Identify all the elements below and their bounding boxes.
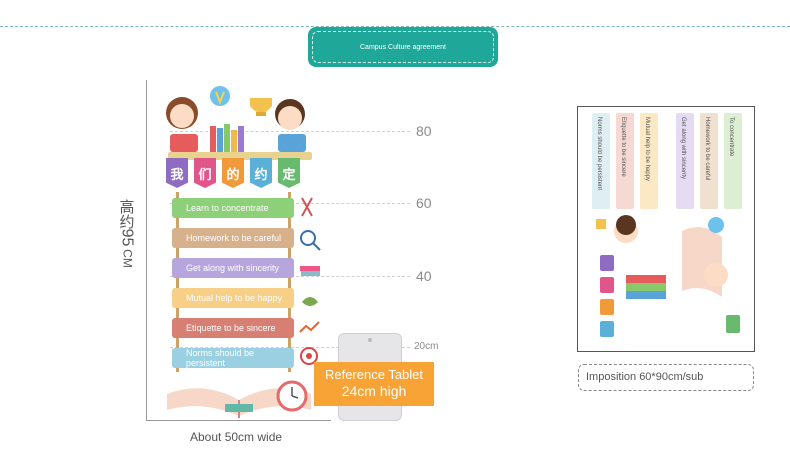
panel-strip-3-label: Mutual help to be happy <box>644 117 650 182</box>
banner-flag-2: 们 <box>194 158 216 188</box>
banner-flag-1: 我 <box>166 158 188 188</box>
height-line-80 <box>170 131 410 132</box>
girl-face <box>170 104 194 128</box>
reference-line-1: Reference Tablet <box>324 367 424 382</box>
leaf-icon <box>302 297 318 306</box>
rung-4: Mutual help to be happy <box>172 288 294 308</box>
mini-trophy-icon <box>596 219 606 229</box>
open-book-illustration <box>167 380 311 418</box>
banner-flag-5: 定 <box>278 158 300 188</box>
panel-strip-6: To concentrate <box>724 113 742 209</box>
height-unit: CM <box>120 249 135 268</box>
imposition-label: Imposition 60*90cm/sub <box>578 364 754 391</box>
lightbulb-icon <box>210 86 230 106</box>
height-mark-60: 60 <box>416 195 432 211</box>
panel-illustrations <box>596 215 740 337</box>
banner-flag-3: 的 <box>222 158 244 188</box>
height-mark-40: 40 <box>416 268 432 284</box>
banner-char-1: 我 <box>170 166 184 182</box>
banner-flag-4: 约 <box>250 158 272 188</box>
rung-6: Norms should be persistent <box>172 348 294 368</box>
rung-6-label: Norms should be persistent <box>186 348 255 368</box>
rung-3-label: Get along with sincerity <box>186 263 280 273</box>
width-axis <box>146 420 331 421</box>
reference-label: Reference Tablet 24cm high <box>314 362 434 406</box>
panel-strip-3: Mutual help to be happy <box>640 113 658 209</box>
rung-2-label: Homework to be careful <box>186 233 282 243</box>
trophy-icon <box>250 98 272 113</box>
panel-strip-4: Get along with sincerity <box>676 113 694 209</box>
height-label: 高 约 95 CM <box>115 199 139 268</box>
boy-face <box>278 106 302 130</box>
arrow-up-icon <box>299 321 320 333</box>
book-shelf <box>168 152 312 160</box>
title-pill-label: Campus Culture agreement <box>312 31 494 63</box>
panel-strip-2: Etiquette to be sincere <box>616 113 634 209</box>
books-icon <box>300 266 320 271</box>
panel-strip-1: Norms should be persistent <box>592 113 610 209</box>
panel-strip-2-label: Etiquette to be sincere <box>620 117 626 177</box>
height-mark-20: 20cm <box>414 341 439 352</box>
panel-strip-5-label: Homework to be careful <box>704 117 710 181</box>
panel-strip-4-label: Get along with sincerity <box>680 117 686 180</box>
top-divider <box>0 26 790 27</box>
tablet-camera <box>368 338 372 342</box>
ladder-rope-right <box>288 192 291 372</box>
title-pill: Campus Culture agreement <box>308 27 498 67</box>
panel-strip-1-label: Norms should be persistent <box>596 117 602 191</box>
target-icon <box>300 347 318 365</box>
compass-icon <box>301 197 313 217</box>
banner: 我 们 的 约 定 <box>162 158 307 192</box>
magnifier-icon <box>300 230 316 246</box>
panel-strip-5: Homework to be careful <box>700 113 718 209</box>
banner-char-4: 约 <box>254 166 268 182</box>
kids-illustration <box>166 86 306 152</box>
panel-strip-6-label: To concentrate <box>728 117 734 157</box>
rung-1-label: Learn to concentrate <box>186 203 269 213</box>
banner-char-3: 的 <box>226 166 240 182</box>
rung-3: Get along with sincerity <box>172 258 294 278</box>
rung-5-label: Etiquette to be sincere <box>186 323 276 333</box>
rung-1: Learn to concentrate <box>172 198 294 218</box>
ladder-rope-left <box>176 192 179 372</box>
height-char-2: 约 <box>119 214 135 231</box>
side-icons <box>299 197 321 365</box>
banner-char-2: 们 <box>198 166 212 182</box>
width-label: About 50cm wide <box>190 430 283 444</box>
height-mark-80: 80 <box>416 123 432 139</box>
rung-5: Etiquette to be sincere <box>172 318 294 338</box>
banner-char-5: 定 <box>282 166 296 182</box>
rung-4-label: Mutual help to be happy <box>186 293 283 303</box>
height-axis <box>146 80 147 420</box>
height-char-1: 高 <box>119 199 135 216</box>
imposition-preview: Norms should be persistent Etiquette to … <box>577 106 755 352</box>
reference-line-2: 24cm high <box>341 383 407 399</box>
rung-2: Homework to be careful <box>172 228 294 248</box>
